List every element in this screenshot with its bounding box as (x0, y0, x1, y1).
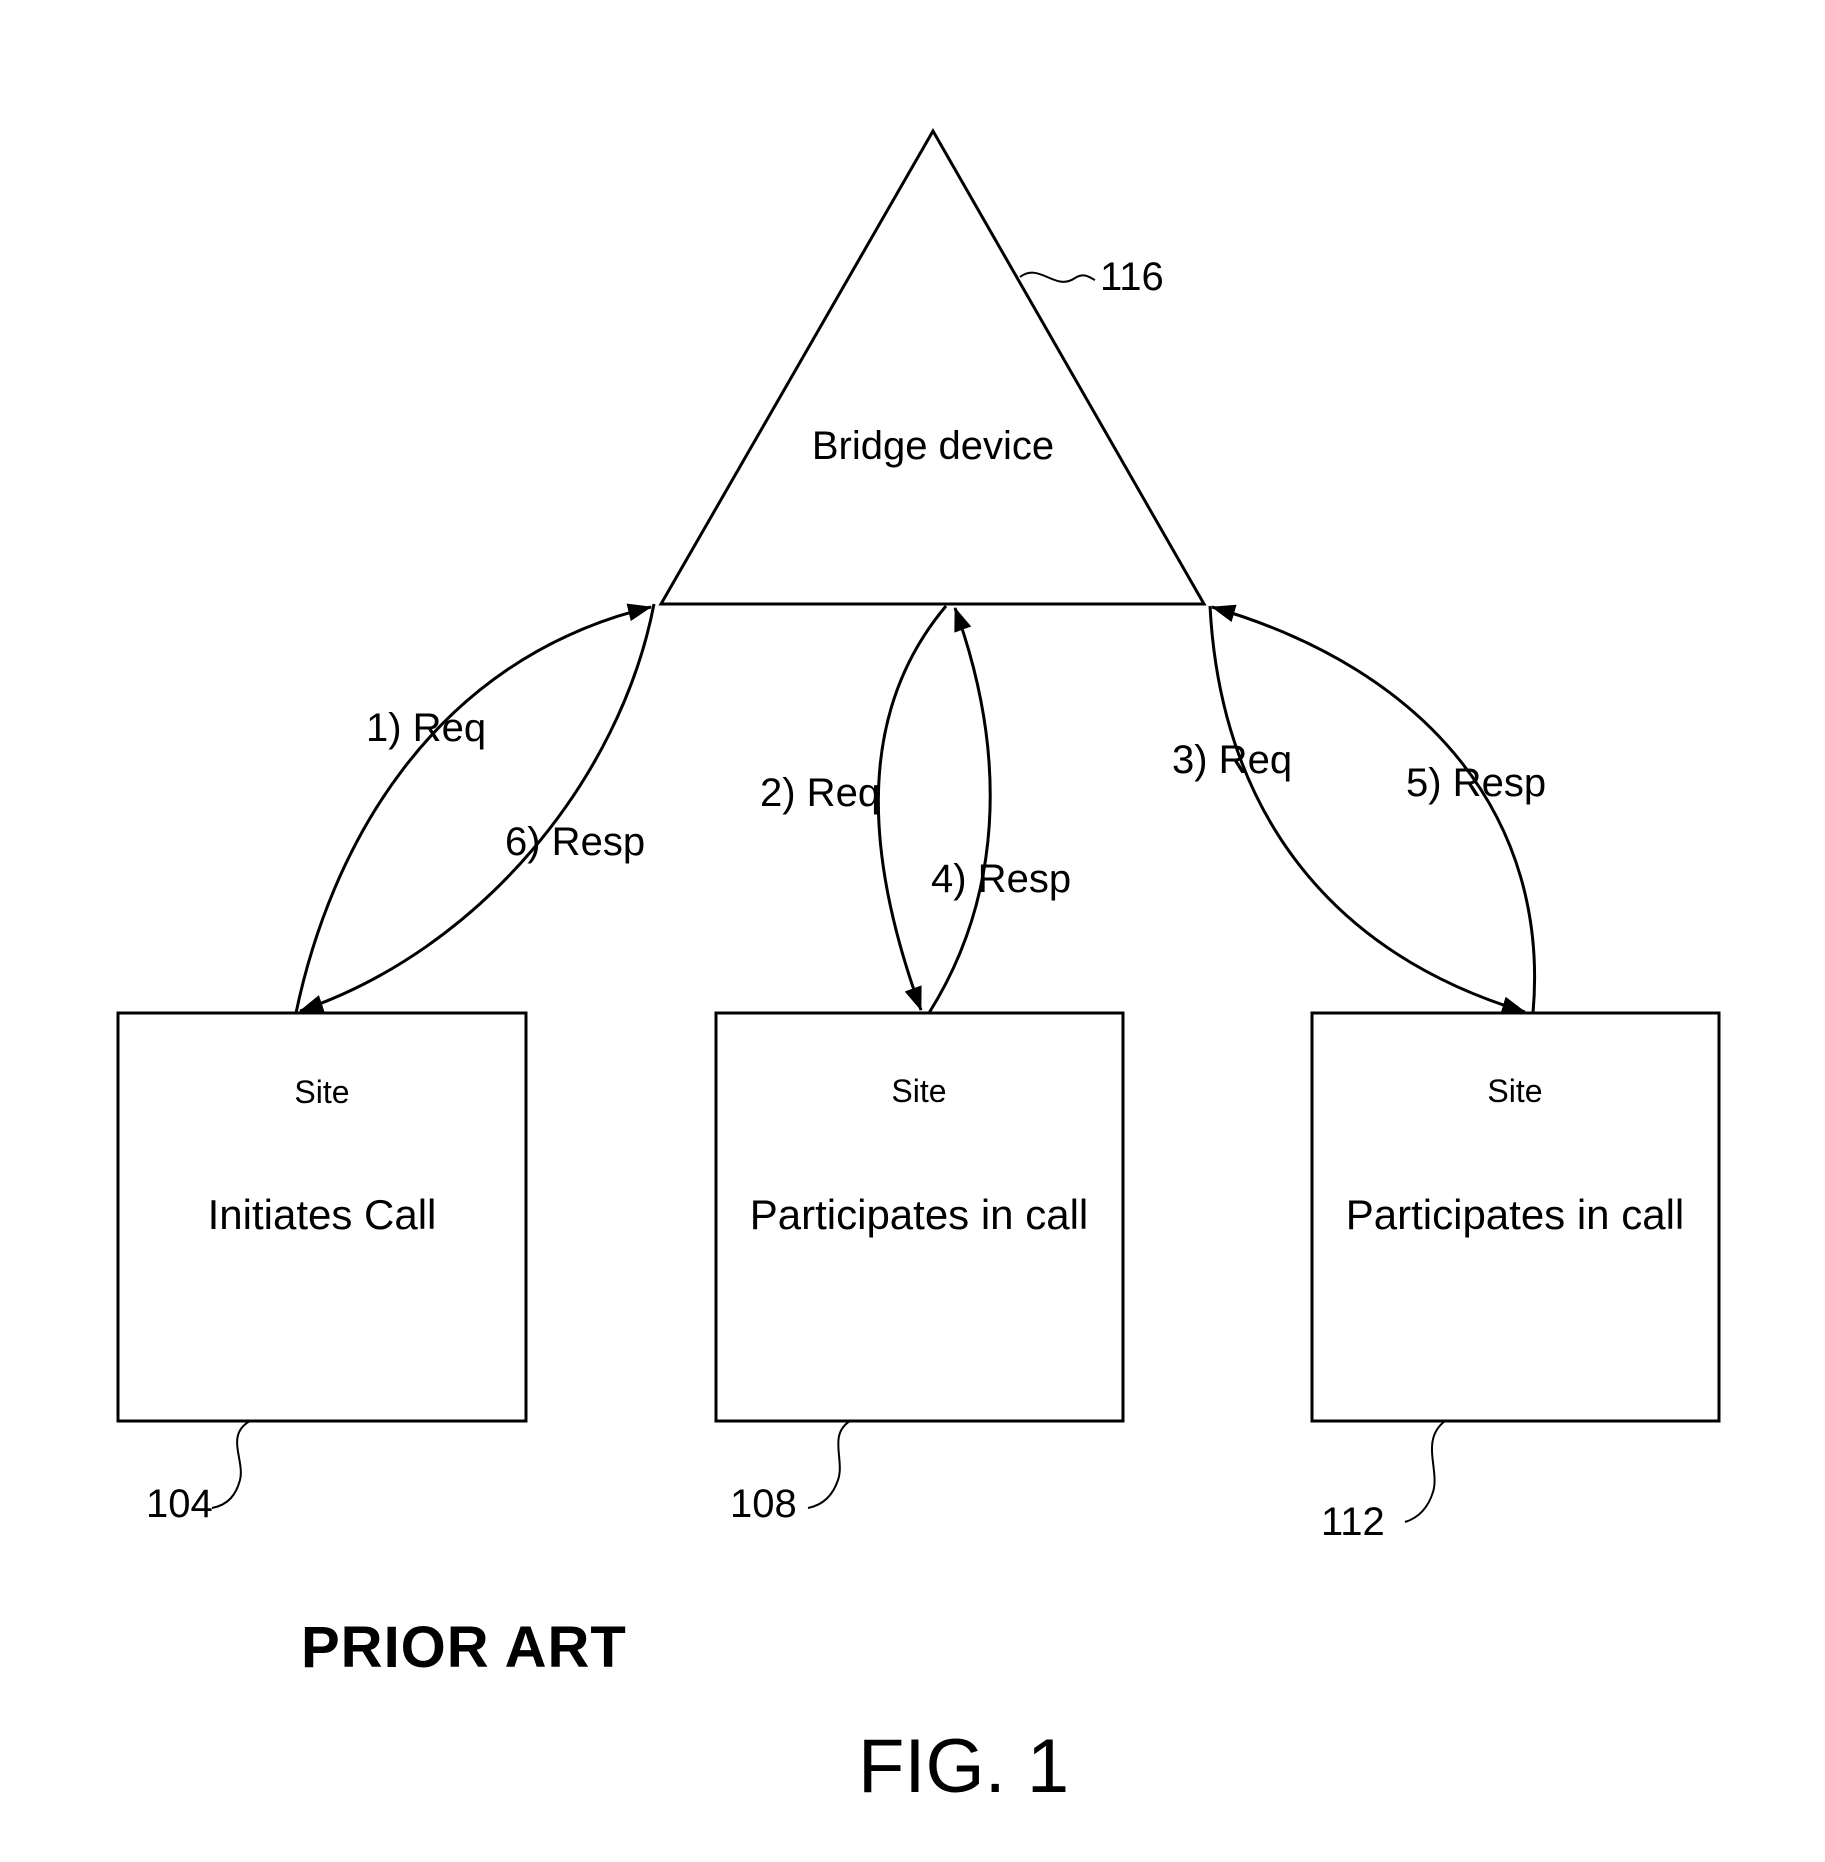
arrow-2-req (878, 606, 946, 1010)
prior-art-label: PRIOR ART (301, 1615, 627, 1680)
site-box-108: Site Participates in call (716, 1013, 1123, 1421)
arrow-6-resp (300, 604, 654, 1011)
bridge-device-label: Bridge device (812, 424, 1054, 468)
arrow-1-req-label: 1) Req (366, 706, 486, 750)
arrow-5-resp-label: 5) Resp (1406, 761, 1546, 805)
bridge-ref-leader (1020, 273, 1095, 282)
site-desc-104: Initiates Call (208, 1191, 437, 1238)
arrow-4-resp-label: 4) Resp (931, 857, 1071, 901)
site-104-ref-leader (212, 1421, 250, 1508)
site-desc-112: Participates in call (1346, 1191, 1684, 1238)
site-112-ref-leader (1405, 1421, 1445, 1522)
figure-caption: FIG. 1 (858, 1724, 1069, 1809)
arrow-1-req (296, 607, 651, 1013)
arrow-2-req-label: 2) Req (760, 771, 880, 815)
arrow-3-req-label: 3) Req (1172, 738, 1292, 782)
arrow-5-resp (1212, 607, 1535, 1013)
site-108-ref-number: 108 (730, 1482, 797, 1526)
arrow-4-resp (929, 608, 990, 1013)
bridge-ref-number: 116 (1100, 255, 1164, 299)
site-108-ref-leader (808, 1421, 850, 1508)
arrow-3-req (1210, 606, 1525, 1012)
site-box-112: Site Participates in call (1312, 1013, 1719, 1421)
arrow-6-resp-label: 6) Resp (505, 820, 645, 864)
site-title-104: Site (294, 1074, 349, 1110)
site-title-112: Site (1487, 1073, 1542, 1109)
bridge-device: Bridge device (661, 131, 1204, 604)
site-desc-108: Participates in call (750, 1191, 1088, 1238)
bridge-triangle (661, 131, 1204, 604)
site-112-ref-number: 112 (1321, 1500, 1385, 1544)
site-104-ref-number: 104 (146, 1482, 213, 1526)
site-box-104: Site Initiates Call (118, 1013, 526, 1421)
site-title-108: Site (891, 1073, 946, 1109)
